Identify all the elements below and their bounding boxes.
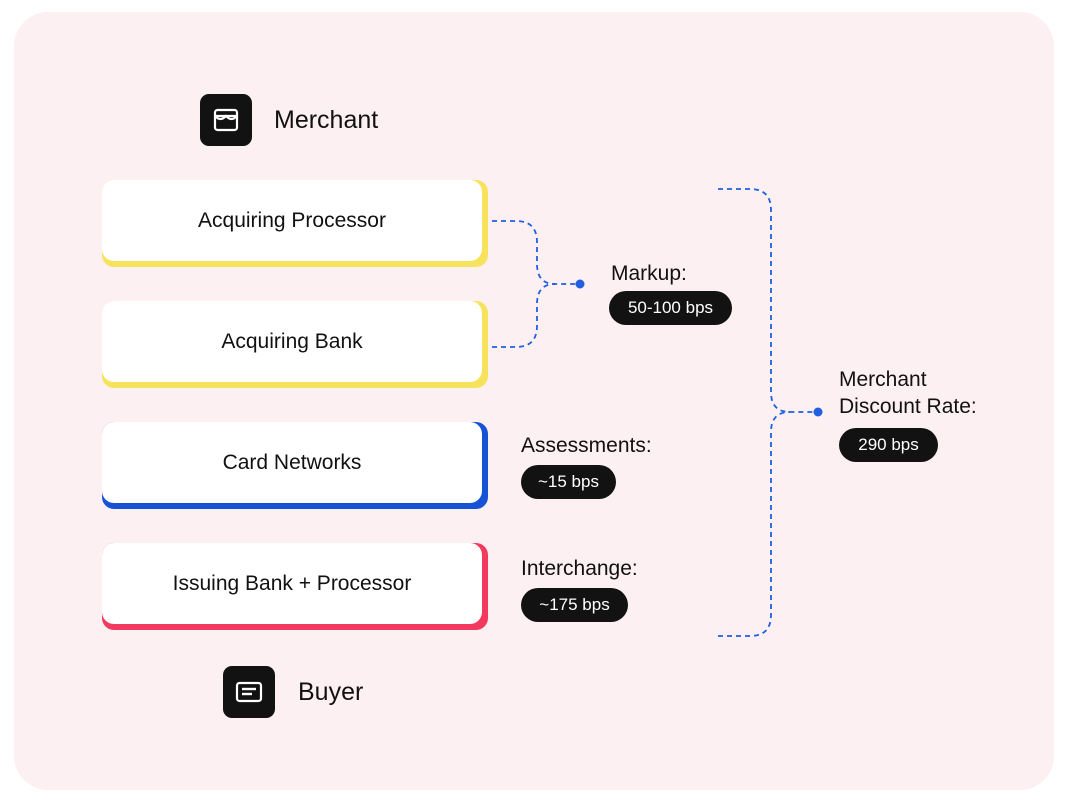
discount-rate-label-line1: Merchant — [839, 368, 927, 391]
merchant-label: Merchant — [274, 106, 379, 134]
box-label: Acquiring Processor — [102, 180, 482, 261]
discount-brace-bottom — [718, 411, 791, 637]
markup-dot — [575, 279, 585, 289]
markup-label: Markup: — [611, 262, 687, 285]
discount-brace-top — [718, 188, 818, 413]
markup-brace-top — [492, 220, 580, 285]
box-label: Issuing Bank + Processor — [102, 543, 482, 624]
box-acquiring-processor: Acquiring Processor — [102, 180, 488, 267]
storefront-icon — [200, 94, 252, 146]
markup-value-badge: 50-100 bps — [609, 291, 732, 325]
box-label: Card Networks — [102, 422, 482, 503]
discount-dot — [813, 407, 823, 417]
box-card-networks: Card Networks — [102, 422, 488, 509]
box-acquiring-bank: Acquiring Bank — [102, 301, 488, 388]
interchange-label: Interchange: — [521, 557, 638, 580]
diagram-panel — [14, 12, 1054, 790]
box-issuing-bank-processor: Issuing Bank + Processor — [102, 543, 488, 630]
discount-rate-label-line2: Discount Rate: — [839, 395, 977, 418]
box-label: Acquiring Bank — [102, 301, 482, 382]
discount-rate-value-badge: 290 bps — [839, 428, 938, 462]
credit-card-icon — [223, 666, 275, 718]
interchange-value-badge: ~175 bps — [521, 588, 628, 622]
markup-brace-bottom — [492, 283, 556, 348]
buyer-label: Buyer — [298, 678, 364, 706]
assessments-label: Assessments: — [521, 434, 652, 457]
assessments-value-badge: ~15 bps — [521, 465, 616, 499]
